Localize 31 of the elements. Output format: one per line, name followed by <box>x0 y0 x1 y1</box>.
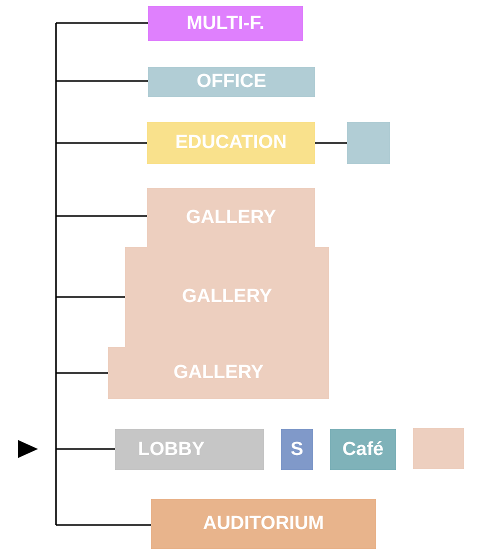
connector-line <box>56 22 148 24</box>
room-block <box>148 67 315 97</box>
connector-line <box>315 142 347 144</box>
room-label: OFFICE <box>196 71 266 93</box>
room-label: GALLERY <box>182 286 272 308</box>
connector-line <box>56 524 151 526</box>
room-label: LOBBY <box>138 438 204 460</box>
connector-line <box>56 448 115 450</box>
room-block <box>151 499 376 549</box>
room-block <box>147 122 315 164</box>
room-block <box>147 188 315 247</box>
room-label: Café <box>342 438 384 460</box>
connector-line <box>56 142 147 144</box>
room-block <box>330 429 396 470</box>
room-block <box>347 122 390 164</box>
connector-line <box>56 215 147 217</box>
connector-line <box>56 296 125 298</box>
room-label: S <box>290 438 304 460</box>
room-block <box>413 428 464 469</box>
room-label: MULTI-F. <box>186 12 264 34</box>
room-label: GALLERY <box>173 362 264 384</box>
connector-line <box>56 372 108 374</box>
room-block <box>281 429 313 470</box>
room-block <box>115 429 264 470</box>
room-label: AUDITORIUM <box>202 513 324 535</box>
connector-line <box>56 80 148 82</box>
room-block <box>148 6 303 41</box>
room-block <box>108 347 329 399</box>
room-label: EDUCATION <box>175 132 287 154</box>
room-label: GALLERY <box>186 206 276 228</box>
connector-trunk <box>55 23 57 525</box>
